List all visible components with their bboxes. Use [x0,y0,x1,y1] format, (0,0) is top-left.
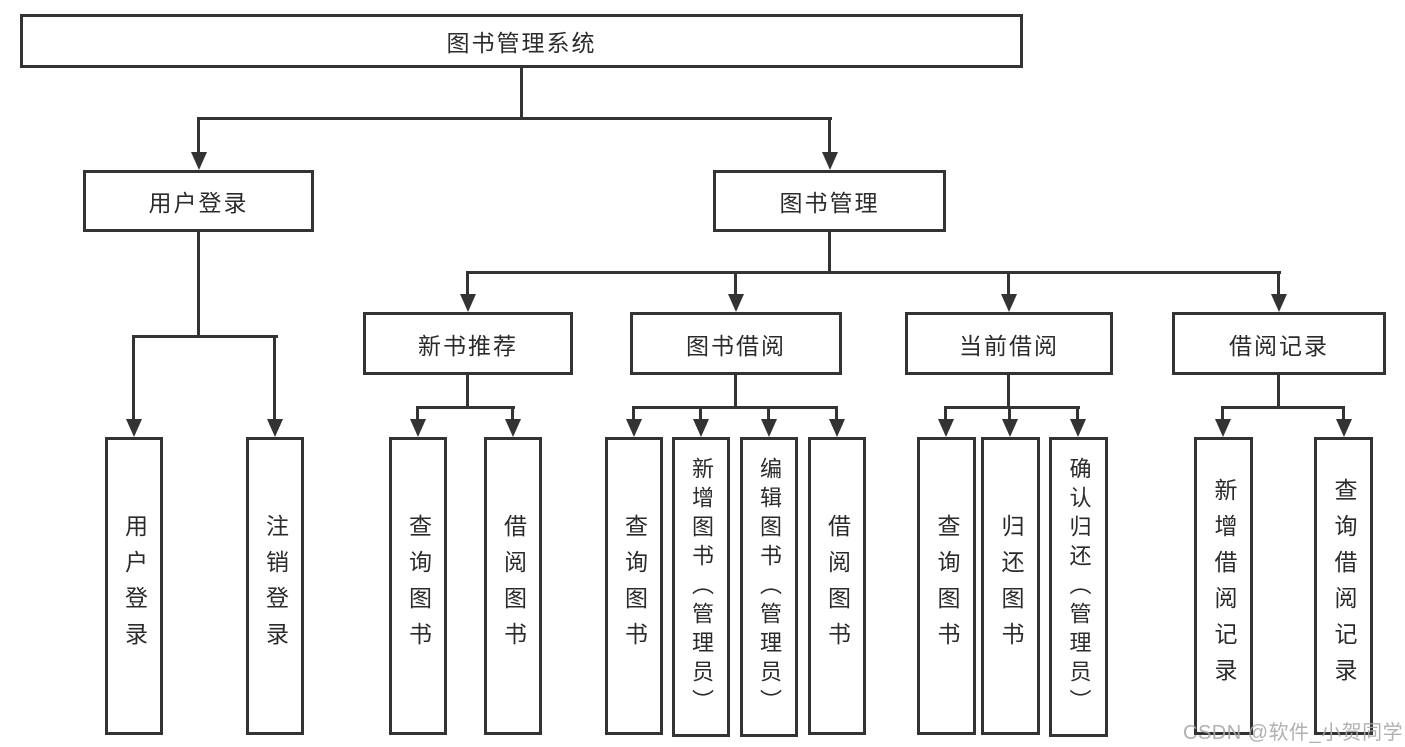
leaf-br-add-record: 新增借阅记录 [1194,437,1253,735]
arrowhead-bb-leaf-2 [693,419,709,437]
connector-cb-drop-1 [944,406,947,422]
leaf-bb-edit-books-admin: 编辑图书（管理员） [740,437,798,737]
connector-level2-branch [198,117,832,120]
leaf-logout: 注销登录 [246,437,304,735]
arrowhead-br-leaf-2 [1336,419,1352,437]
connector-cb-drop-2 [1008,406,1011,422]
connector-drop-user-login [197,117,200,155]
connector-drop-borrowing-records [1277,271,1280,297]
leaf-cb-query-books-label: 查询图书 [934,514,960,658]
connector-user-login-stem [197,232,200,338]
connector-bb-drop-3 [767,406,770,422]
node-root-label: 图书管理系统 [446,30,597,56]
leaf-nbr-query-books: 查询图书 [389,437,447,735]
leaf-cb-query-books: 查询图书 [917,437,976,735]
connector-bb-drop-2 [699,406,702,422]
node-book-management-label: 图书管理 [779,190,880,216]
connector-nbr-drop-1 [416,406,419,422]
leaf-bb-borrow-books: 借阅图书 [808,437,866,735]
leaf-bb-query-books: 查询图书 [605,437,663,735]
connector-br-drop-2 [1342,406,1345,422]
csdn-watermark: CSDN @软件_小贺同学 [1183,722,1404,744]
connector-root-stem [520,68,523,120]
connector-bb-drop-1 [632,406,635,422]
arrowhead-user-login [191,152,207,170]
arrowhead-leaf-login [126,419,142,437]
connector-drop-book-management [828,117,831,155]
arrowhead-leaf-logout [267,419,283,437]
leaf-br-query-record: 查询借阅记录 [1314,437,1373,735]
arrowhead-book-management [822,152,838,170]
leaf-br-query-record-label: 查询借阅记录 [1331,478,1357,694]
node-book-borrowing: 图书借阅 [630,312,842,375]
arrowhead-br-leaf-1 [1215,419,1231,437]
node-new-book-recommend-label: 新书推荐 [418,332,518,359]
connector-bb-split [632,406,838,409]
leaf-cb-return-books-label: 归还图书 [998,514,1024,658]
connector-nbr-stem [466,375,469,409]
leaf-bb-edit-books-admin-label: 编辑图书（管理员） [757,456,782,718]
arrowhead-bb-leaf-4 [829,419,845,437]
connector-book-management-stem [828,232,831,274]
connector-level3-branch [466,271,1281,274]
arrowhead-cb-leaf-1 [938,419,954,437]
connector-drop-leaf-login [132,335,135,421]
node-user-login: 用户登录 [83,170,314,232]
connector-bb-stem [734,375,737,409]
leaf-bb-borrow-books-label: 借阅图书 [824,514,851,658]
connector-nbr-split [416,406,515,409]
leaf-bb-add-books-admin-label: 新增图书（管理员） [689,456,714,718]
node-root-system: 图书管理系统 [20,14,1023,68]
leaf-br-add-record-label: 新增借阅记录 [1211,478,1237,694]
arrowhead-cb-leaf-2 [1002,419,1018,437]
node-new-book-recommend: 新书推荐 [363,312,573,375]
connector-drop-book-borrowing [734,271,737,297]
leaf-bb-query-books-label: 查询图书 [621,514,648,658]
arrowhead-bb-leaf-3 [761,419,777,437]
arrowhead-current-borrowing [1001,294,1017,312]
leaf-cb-confirm-return-admin-label: 确认归还（管理员） [1066,456,1092,718]
arrowhead-nbr-leaf-2 [505,419,521,437]
leaf-logout-label: 注销登录 [262,514,289,658]
leaf-nbr-borrow-books-label: 借阅图书 [500,514,527,658]
leaf-user-login: 用户登录 [105,437,163,735]
node-current-borrowing: 当前借阅 [905,312,1113,375]
arrowhead-borrowing-records [1271,294,1287,312]
connector-cb-stem [1007,375,1010,409]
leaf-cb-return-books: 归还图书 [981,437,1040,735]
connector-br-split [1221,406,1345,409]
connector-bb-drop-4 [835,406,838,422]
connector-drop-new-book-recommend [466,271,469,297]
node-borrowing-records-label: 借阅记录 [1229,332,1329,359]
node-book-management: 图书管理 [713,170,946,232]
leaf-cb-confirm-return-admin: 确认归还（管理员） [1049,437,1108,737]
connector-br-stem [1277,375,1280,409]
arrowhead-new-book-recommend [460,294,476,312]
leaf-bb-add-books-admin: 新增图书（管理员） [672,437,730,737]
leaf-user-login-label: 用户登录 [121,514,148,658]
node-current-borrowing-label: 当前借阅 [959,332,1059,359]
connector-nbr-drop-2 [511,406,514,422]
connector-drop-leaf-logout [273,335,276,421]
node-book-borrowing-label: 图书借阅 [686,332,786,359]
connector-cb-drop-3 [1076,406,1079,422]
leaf-nbr-query-books-label: 查询图书 [405,514,432,658]
arrowhead-cb-leaf-3 [1070,419,1086,437]
connector-br-drop-1 [1221,406,1224,422]
connector-cb-split [944,406,1080,409]
arrowhead-nbr-leaf-1 [410,419,426,437]
arrowhead-book-borrowing [728,294,744,312]
leaf-nbr-borrow-books: 借阅图书 [484,437,542,735]
connector-user-login-split [133,335,278,338]
connector-drop-current-borrowing [1007,271,1010,297]
node-borrowing-records: 借阅记录 [1172,312,1386,375]
node-user-login-label: 用户登录 [148,190,249,216]
arrowhead-bb-leaf-1 [626,419,642,437]
